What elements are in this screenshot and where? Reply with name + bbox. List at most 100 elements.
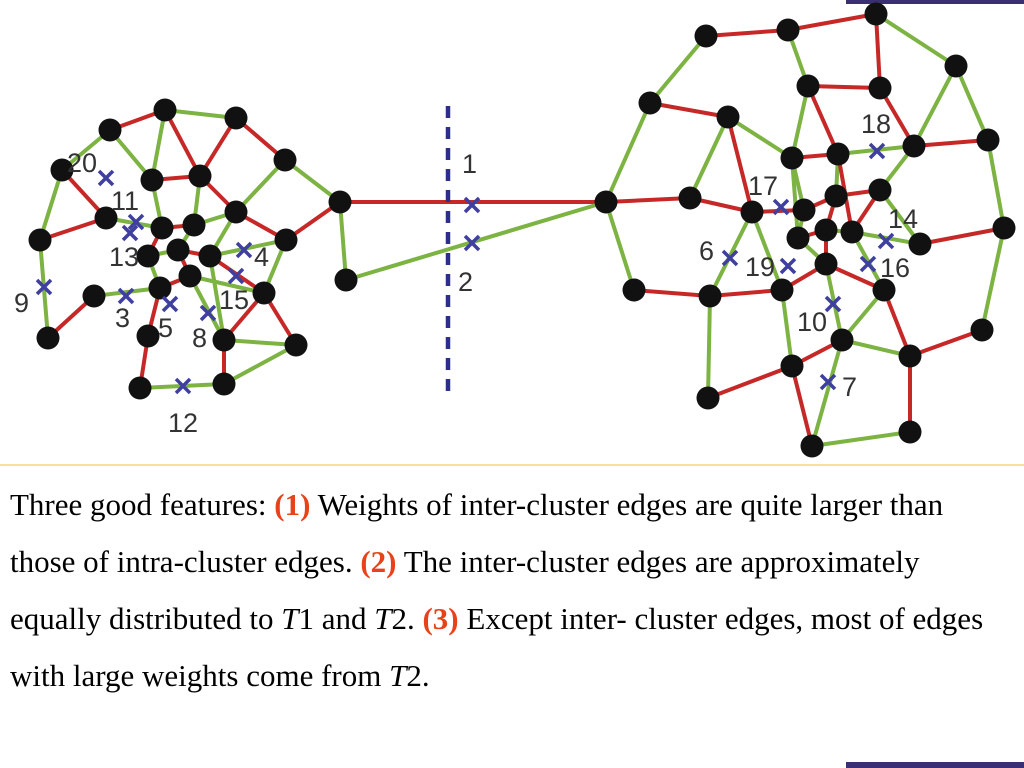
negative-edge (709, 288, 783, 298)
edge-label: 15 (219, 285, 249, 315)
graph-node (136, 324, 160, 348)
cut-mark (161, 295, 179, 313)
graph-node (694, 24, 718, 48)
negative-edge (705, 28, 789, 38)
edge-label: 6 (699, 236, 714, 266)
caption-text: Three good features: (1) Weights of inte… (10, 476, 1010, 704)
graph-node (796, 74, 820, 98)
cut-mark (127, 213, 145, 231)
graph-node (328, 190, 352, 214)
edge-label: 5 (158, 313, 173, 343)
cut-mark (779, 257, 797, 275)
negative-edge (726, 116, 754, 213)
positive-edge (164, 108, 237, 120)
positive-edge (851, 230, 921, 246)
caption-part: Three good features: (10, 487, 275, 522)
edge-label-layer: 1 2 3 4 5 6 7 8 9 10 11 12 13 14 15 16 1… (14, 109, 918, 438)
graph-node (780, 354, 804, 378)
edge-label: 11 (111, 186, 139, 216)
negative-edge (790, 365, 814, 447)
graph-node (830, 328, 854, 352)
cut-mark (199, 304, 217, 322)
graph-node (140, 168, 164, 192)
positive-edge (726, 115, 794, 160)
positive-edge (780, 289, 794, 367)
graph-node (98, 118, 122, 142)
graph-node (622, 278, 646, 302)
positive-edge (648, 34, 708, 105)
graph-node (898, 344, 922, 368)
negative-edge (807, 84, 881, 90)
cut-mark (227, 267, 245, 285)
cut-mark (117, 287, 135, 305)
cut-mark (463, 196, 481, 214)
cut-mark (235, 241, 253, 259)
graph-node (638, 91, 662, 115)
graph-node (284, 333, 308, 357)
negative-edge (163, 109, 202, 177)
cut-mark (174, 377, 192, 395)
edge-label: 18 (861, 109, 891, 139)
negative-edge (787, 12, 877, 32)
negative-edge (919, 226, 1005, 246)
graph-node (824, 184, 848, 208)
caption-part: . (421, 658, 430, 693)
graph-node (212, 372, 236, 396)
graph-node (740, 200, 764, 224)
graph-node (224, 106, 248, 130)
edge-label: 19 (745, 252, 775, 282)
positive-edge (338, 201, 348, 281)
node-layer (28, 2, 1016, 458)
graph-node (908, 232, 932, 256)
edge-label: 20 (67, 148, 97, 178)
graph-node (212, 328, 236, 352)
graph-node (128, 376, 152, 400)
tree-symbol: T (281, 601, 299, 636)
tree-index: 2 (406, 658, 422, 693)
graph-node (82, 284, 106, 308)
negative-edge (605, 196, 691, 204)
negative-edge (874, 13, 882, 89)
feature-number: (2) (360, 544, 397, 579)
cut-mark (868, 142, 886, 160)
graph-svg: 1 2 3 4 5 6 7 8 9 10 11 12 13 14 15 16 1… (14, 2, 1016, 458)
graph-node (678, 186, 702, 210)
accent-bar-top (846, 0, 1024, 4)
positive-edge (986, 139, 1006, 229)
graph-node (814, 252, 838, 276)
negative-edge (707, 364, 793, 400)
graph-node (776, 18, 800, 42)
graph-node (150, 216, 174, 240)
graph-node (840, 220, 864, 244)
cut-mark (859, 255, 877, 273)
graph-diagram: 1 2 3 4 5 6 7 8 9 10 11 12 13 14 15 16 1… (14, 2, 1016, 458)
positive-edge (604, 201, 636, 291)
positive-edge (38, 169, 64, 241)
graph-node (976, 128, 1000, 152)
graph-node (868, 76, 892, 100)
caption-part: and (313, 601, 375, 636)
feature-number: (1) (274, 487, 311, 522)
edge-label: 14 (888, 204, 918, 234)
positive-edge (283, 158, 342, 204)
negative-edge (649, 101, 729, 119)
positive-edge (790, 157, 800, 239)
graph-node (178, 264, 202, 288)
positive-edge (980, 227, 1006, 331)
graph-node (28, 228, 52, 252)
graph-node (148, 276, 172, 300)
graph-node (814, 218, 838, 242)
graph-node (792, 198, 816, 222)
positive-edge (810, 339, 844, 447)
positive-edge (223, 343, 297, 386)
edge-label: 12 (168, 408, 198, 438)
caption-part: The inter-cluster edges are approximatel… (10, 544, 920, 636)
tree-symbol: T (374, 601, 392, 636)
positive-edge (912, 65, 958, 147)
cut-mark (97, 169, 115, 187)
graph-node (182, 213, 206, 237)
cut-mark (819, 373, 837, 391)
graph-node (770, 278, 794, 302)
cut-mark (121, 224, 139, 242)
edge-label: 9 (14, 288, 29, 318)
